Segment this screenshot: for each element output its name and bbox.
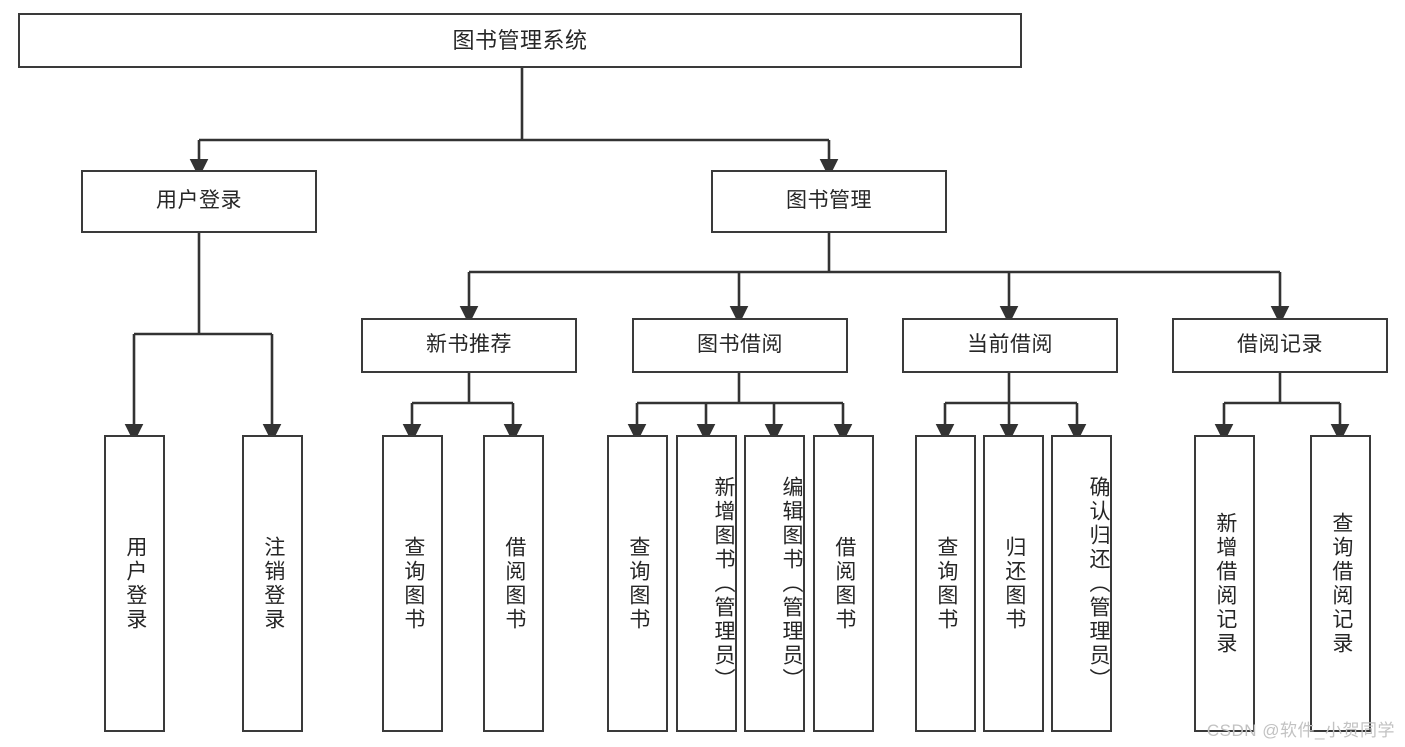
leaf-add-book[interactable]: 新增图书（管理员）: [676, 435, 737, 732]
leaf-query-book-3[interactable]: 查询图书: [915, 435, 976, 732]
node-current-borrow-label: 当前借阅: [967, 333, 1053, 357]
leaf-borrow-book-1[interactable]: 借阅图书: [483, 435, 544, 732]
node-new-book-rec[interactable]: 新书推荐: [361, 318, 577, 373]
leaf-borrow-book-2-label: 借阅图书: [832, 535, 856, 632]
leaf-query-record-label: 查询借阅记录: [1329, 511, 1353, 656]
leaf-edit-book-label: 编辑图书（管理员）: [780, 475, 803, 692]
leaf-query-book-2[interactable]: 查询图书: [607, 435, 668, 732]
leaf-borrow-book-1-label: 借阅图书: [502, 535, 526, 632]
leaf-borrow-book-2[interactable]: 借阅图书: [813, 435, 874, 732]
node-root-label: 图书管理系统: [452, 27, 588, 53]
leaf-return-book[interactable]: 归还图书: [983, 435, 1044, 732]
leaf-query-book-3-label: 查询图书: [934, 535, 958, 632]
leaf-edit-book[interactable]: 编辑图书（管理员）: [744, 435, 805, 732]
leaf-confirm-return-label: 确认归还（管理员）: [1087, 475, 1110, 692]
leaf-user-login-label: 用户登录: [123, 535, 147, 632]
node-root[interactable]: 图书管理系统: [18, 13, 1022, 68]
node-new-book-rec-label: 新书推荐: [426, 333, 512, 357]
leaf-query-book-1[interactable]: 查询图书: [382, 435, 443, 732]
leaf-confirm-return[interactable]: 确认归还（管理员）: [1051, 435, 1112, 732]
leaf-add-book-label: 新增图书（管理员）: [712, 475, 735, 692]
leaf-query-record[interactable]: 查询借阅记录: [1310, 435, 1371, 732]
node-current-borrow[interactable]: 当前借阅: [902, 318, 1118, 373]
leaf-add-record-label: 新增借阅记录: [1213, 511, 1237, 656]
node-borrow-record[interactable]: 借阅记录: [1172, 318, 1388, 373]
leaf-user-login[interactable]: 用户登录: [104, 435, 165, 732]
node-book-borrow-label: 图书借阅: [697, 333, 783, 357]
leaf-query-book-2-label: 查询图书: [626, 535, 650, 632]
leaf-query-book-1-label: 查询图书: [401, 535, 425, 632]
csdn-watermark: CSDN @软件_小贺同学: [1206, 721, 1395, 740]
leaf-add-record[interactable]: 新增借阅记录: [1194, 435, 1255, 732]
node-book-borrow[interactable]: 图书借阅: [632, 318, 848, 373]
leaf-return-book-label: 归还图书: [1002, 535, 1026, 632]
leaf-user-logout[interactable]: 注销登录: [242, 435, 303, 732]
node-book-manage-label: 图书管理: [786, 189, 872, 213]
leaf-user-logout-label: 注销登录: [261, 535, 285, 632]
node-book-manage[interactable]: 图书管理: [711, 170, 947, 233]
node-user-login[interactable]: 用户登录: [81, 170, 317, 233]
node-borrow-record-label: 借阅记录: [1237, 333, 1323, 357]
node-user-login-label: 用户登录: [156, 189, 242, 213]
